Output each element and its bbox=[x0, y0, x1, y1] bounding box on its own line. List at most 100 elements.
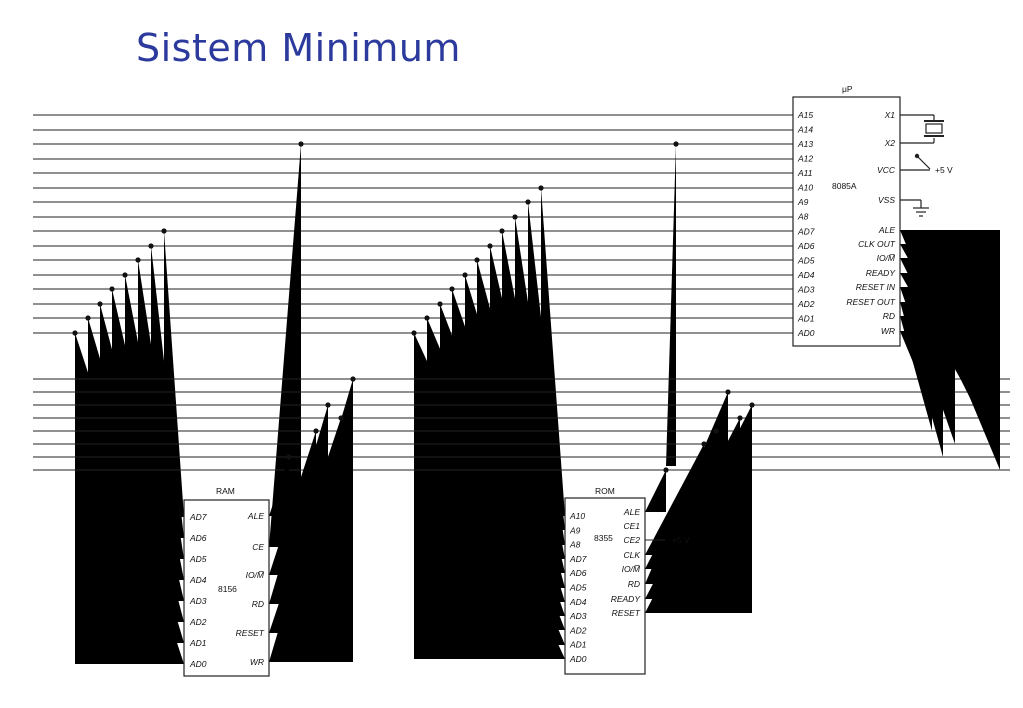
junction-dot bbox=[122, 272, 128, 278]
rom-left-pin-label: AD1 bbox=[569, 640, 587, 650]
rom-right-pin-label: RESET bbox=[612, 608, 641, 618]
cpu-left-pin-label: AD3 bbox=[797, 284, 815, 294]
rom-right-pin-label: CLK bbox=[623, 550, 640, 560]
rom-right-pin-label: IO/M̅ bbox=[622, 564, 641, 574]
cpu-8085a-chip: μP 8085A A15A14A13A12A11A10A9A8AD7AD6AD5… bbox=[792, 84, 901, 347]
junction-dot bbox=[338, 415, 344, 421]
junction-dot bbox=[487, 243, 493, 249]
junction-dot bbox=[313, 428, 319, 434]
rom-part-number: 8355 bbox=[594, 533, 613, 543]
ram-right-pin-label: WR bbox=[250, 657, 264, 667]
ram-caption: RAM bbox=[216, 486, 235, 496]
cpu-right-pin-label: CLK OUT bbox=[858, 239, 896, 249]
junction-dot bbox=[462, 272, 468, 278]
ram-left-pin-label: AD7 bbox=[189, 512, 207, 522]
junction-dot bbox=[663, 467, 669, 473]
junction-dot bbox=[474, 257, 480, 263]
junction-dot bbox=[737, 415, 743, 421]
rom-8355-chip: ROM 8355 A10A9A8AD7AD6AD5AD4AD3AD2AD1AD0… bbox=[564, 486, 646, 675]
rom-left-pin-label: AD4 bbox=[569, 597, 587, 607]
rom-left-pin-label: AD5 bbox=[569, 583, 587, 593]
crystal-symbol bbox=[900, 114, 944, 144]
cpu-right-pin-label: WR bbox=[881, 326, 895, 336]
ram-left-pin-label: AD6 bbox=[189, 533, 207, 543]
junction-dot bbox=[424, 315, 430, 321]
rom-right-pin-label: CE2 bbox=[623, 535, 640, 545]
cpu-right-pin-label: RESET IN bbox=[856, 282, 896, 292]
cpu-right-pin-label: READY bbox=[866, 268, 897, 278]
rom-left-pin-label: AD2 bbox=[569, 625, 587, 635]
vcc-supply-symbol bbox=[900, 153, 931, 171]
ram-left-pin-label: AD5 bbox=[189, 554, 207, 564]
junction-dot bbox=[701, 441, 707, 447]
cpu-left-pin-label: A12 bbox=[797, 154, 813, 164]
rom-left-pin-label: A8 bbox=[569, 540, 581, 550]
rom-left-pin-label: AD7 bbox=[569, 554, 587, 564]
rom-left-pin-label: AD0 bbox=[569, 654, 587, 664]
rom-right-pin-label: RD bbox=[628, 579, 640, 589]
cpu-right-pin-label: ALE bbox=[878, 225, 895, 235]
cpu-left-pin-label: A8 bbox=[797, 212, 809, 222]
rom-caption: ROM bbox=[595, 486, 615, 496]
junction-dot bbox=[286, 454, 292, 460]
ram-right-pin-label: ALE bbox=[247, 511, 264, 521]
rom-control-wire bbox=[645, 470, 666, 512]
ram-data-wire bbox=[75, 333, 184, 664]
ram-left-pin-label: AD2 bbox=[189, 617, 207, 627]
junction-dot bbox=[499, 228, 505, 234]
cpu-left-pin-label: A10 bbox=[797, 183, 813, 193]
ram-control-wire bbox=[269, 457, 289, 516]
junction-dot bbox=[325, 402, 331, 408]
rom-ce-wire bbox=[666, 144, 676, 466]
cpu-caption: μP bbox=[842, 84, 853, 94]
junction-dot bbox=[673, 141, 679, 147]
junction-dots bbox=[72, 141, 755, 473]
junction-dot bbox=[749, 402, 755, 408]
cpu-left-pin-label: AD7 bbox=[797, 226, 815, 236]
ram-ce-wire bbox=[269, 144, 301, 547]
junction-dot bbox=[148, 243, 154, 249]
cpu-left-pin-label: A9 bbox=[797, 197, 809, 207]
junction-dot bbox=[97, 301, 103, 307]
cpu-left-pin-label: A11 bbox=[797, 168, 813, 178]
bus-wires bbox=[33, 114, 1010, 664]
junction-dot bbox=[713, 428, 719, 434]
ram-right-pin-label: CE bbox=[252, 542, 264, 552]
cpu-left-pin-label: A13 bbox=[797, 139, 813, 149]
junction-dot bbox=[298, 141, 304, 147]
junction-dot bbox=[72, 330, 78, 336]
junction-dot bbox=[449, 286, 455, 292]
cpu-left-pin-label: AD5 bbox=[797, 255, 815, 265]
ram-left-pin-label: AD3 bbox=[189, 596, 207, 606]
rom-address-wire bbox=[414, 333, 565, 659]
cpu-right-pin-label: X1 bbox=[884, 110, 896, 120]
rom-left-pin-label: AD6 bbox=[569, 568, 587, 578]
cpu-left-pin-label: A14 bbox=[797, 125, 813, 135]
junction-dot bbox=[85, 315, 91, 321]
cpu-right-pin-label: RESET OUT bbox=[846, 297, 895, 307]
junction-dot bbox=[161, 228, 167, 234]
cpu-left-pin-label: AD2 bbox=[797, 299, 815, 309]
ram-part-number: 8156 bbox=[218, 584, 237, 594]
cpu-right-pin-label: RD bbox=[883, 311, 895, 321]
ram-left-pin-label: AD4 bbox=[189, 575, 207, 585]
junction-dot bbox=[411, 330, 417, 336]
rom-right-pin-label: CE1 bbox=[623, 521, 640, 531]
cpu-left-pin-label: AD0 bbox=[797, 328, 815, 338]
junction-dot bbox=[109, 286, 115, 292]
rom-left-pin-label: A10 bbox=[569, 511, 585, 521]
junction-dot bbox=[512, 214, 518, 220]
cpu-part-number: 8085A bbox=[832, 181, 857, 191]
junction-dot bbox=[437, 301, 443, 307]
rom-left-pin-label: AD3 bbox=[569, 611, 587, 621]
junction-dot bbox=[135, 257, 141, 263]
cpu-left-pin-labels: A15A14A13A12A11A10A9A8AD7AD6AD5AD4AD3AD2… bbox=[797, 110, 815, 338]
cpu-right-pin-label: VSS bbox=[878, 195, 895, 205]
cpu-left-pin-label: AD4 bbox=[797, 270, 815, 280]
rom-right-pin-label: ALE bbox=[623, 507, 640, 517]
